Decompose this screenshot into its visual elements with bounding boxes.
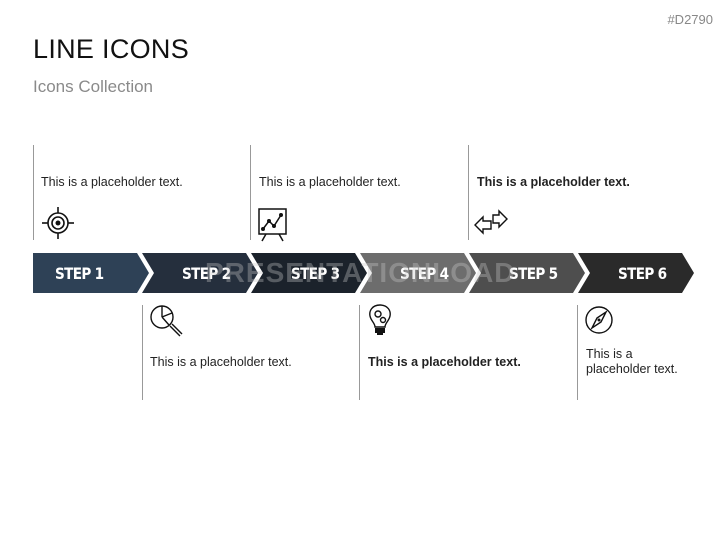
lightbulb-gears-icon: [369, 304, 391, 335]
compass-icon: [585, 306, 613, 334]
step-3-arrow: [251, 253, 367, 293]
step-2-arrow: [142, 253, 258, 293]
step-5-label: STEP 5: [509, 263, 558, 283]
divider-line: [468, 145, 469, 240]
step-4-arrow: [360, 253, 476, 293]
step-1-arrow: [33, 253, 149, 293]
step-1-text: This is a placeholder text.: [41, 175, 183, 189]
step-4-label: STEP 4: [400, 263, 449, 283]
pie-chart-magnifier-icon: [150, 305, 183, 337]
target-icon: [42, 207, 74, 239]
step-2-label: STEP 2: [182, 263, 231, 283]
step-4-text: This is a placeholder text.: [368, 355, 521, 369]
step-3-label: STEP 3: [291, 263, 340, 283]
page-subtitle: Icons Collection: [33, 77, 154, 96]
divider-line: [142, 305, 143, 400]
divider-line: [577, 305, 578, 400]
divider-line: [33, 145, 34, 240]
slide-code: #D2790: [667, 12, 713, 27]
step-6-label: STEP 6: [618, 263, 667, 283]
step-5-text: This is a placeholder text.: [477, 175, 630, 189]
step-2-text: This is a placeholder text.: [150, 355, 292, 369]
step-5-arrow: [469, 253, 585, 293]
step-3-text: This is a placeholder text.: [259, 175, 401, 189]
step-6-text: This is a placeholder text.: [586, 347, 678, 376]
presentation-chart-icon: [258, 208, 287, 242]
page-title: LINE ICONS: [33, 34, 190, 64]
divider-line: [359, 305, 360, 400]
step-6-arrow: [578, 253, 694, 293]
divider-line: [250, 145, 251, 240]
step-1-label: STEP 1: [55, 263, 104, 283]
exchange-arrows-icon: [474, 209, 508, 235]
